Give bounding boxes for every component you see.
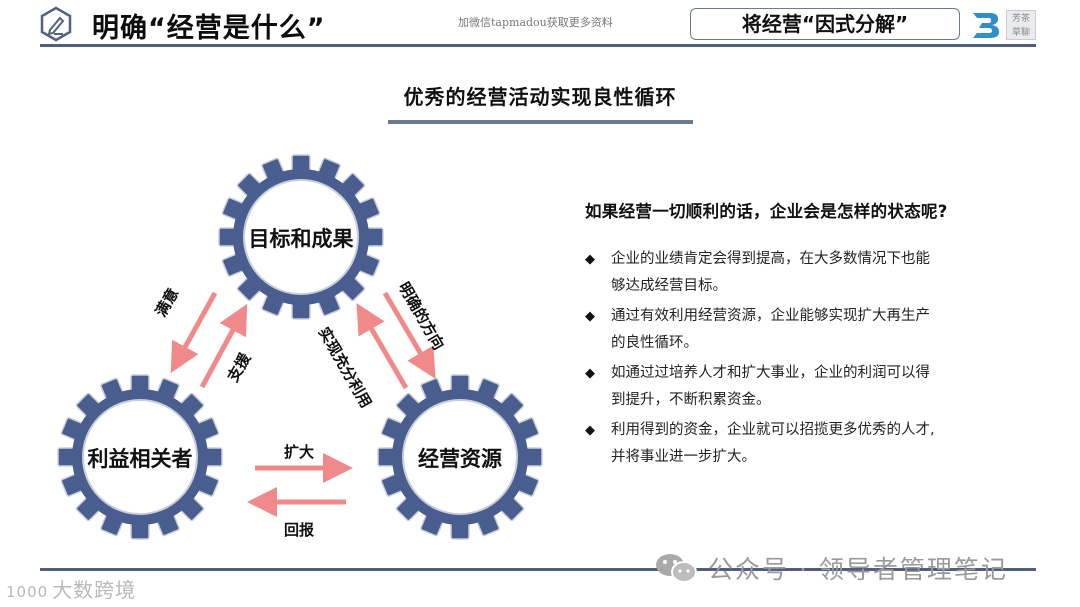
watermark-right: 公众号 · 领导者管理笔记 (708, 555, 1008, 584)
arrow-goals-to-resources (382, 291, 436, 379)
panel-question: 如果经营一切顺利的话，企业会是怎样的状态呢? (585, 202, 948, 221)
gear-label-goals: 目标和成果 (248, 227, 354, 251)
diamond-bullet-icon: ◆ (585, 309, 595, 324)
arrow-goals-to-stakeholders (170, 291, 218, 374)
arrow-stakeholders-to-goals (199, 303, 248, 389)
arrow-label-expand: 扩大 (284, 443, 315, 461)
seal-stamp: 芳茶 草聊 (1006, 10, 1036, 40)
section-title: 优秀的经营活动实现良性循环 (403, 85, 677, 109)
gear-label-stakeholders: 利益相关者 (87, 447, 193, 471)
gear-label-resources: 经营资源 (418, 447, 502, 471)
pencil-hexagon-icon (40, 6, 72, 42)
slide-header: 明确“经营是什么” 加微信tapmadou获取更多资料 将经营“因式分解” 芳茶… (0, 0, 1080, 48)
diagram-canvas (57, 154, 543, 540)
3b-logo-icon (973, 13, 999, 38)
cycle-diagram: 目标和成果 利益相关者 经营资源 满意 支援 明确的方向 实现充分利用 扩大 回… (0, 130, 570, 550)
diamond-bullet-icon: ◆ (585, 366, 595, 381)
diamond-bullet-icon: ◆ (585, 252, 595, 267)
section-title-underline (388, 120, 693, 124)
header-divider (40, 44, 1036, 47)
bullet-item: ◆ 如通过过培养人才和扩大事业，企业的利润可以得 到提升，不断积累资金。 (585, 360, 1005, 414)
bullet-item: ◆ 通过有效利用经营资源，企业能够实现扩大再生产 的良性循环。 (585, 303, 1005, 357)
explanation-panel: 如果经营一切顺利的话，企业会是怎样的状态呢? ◆ 企业的业绩肯定会得到提高，在大… (585, 198, 1005, 474)
slide-title: 明确“经营是什么” (92, 13, 326, 44)
bullet-item: ◆ 利用得到的资金，企业就可以招揽更多优秀的人才, 并将事业进一步扩大。 (585, 417, 1005, 471)
bullet-item: ◆ 企业的业绩肯定会得到提高，在大多数情况下也能 够达成经营目标。 (585, 246, 1005, 300)
chapter-title-box: 将经营“因式分解” (690, 8, 960, 40)
footer-divider (40, 568, 1036, 571)
arrow-label-return: 回报 (284, 521, 315, 539)
diamond-bullet-icon: ◆ (585, 423, 595, 438)
wechat-icon (656, 554, 697, 583)
1000-logo-icon: 1000 (6, 583, 49, 601)
arrow-resources-to-goals (356, 303, 409, 390)
header-watermark: 加微信tapmadou获取更多资料 (458, 16, 613, 29)
